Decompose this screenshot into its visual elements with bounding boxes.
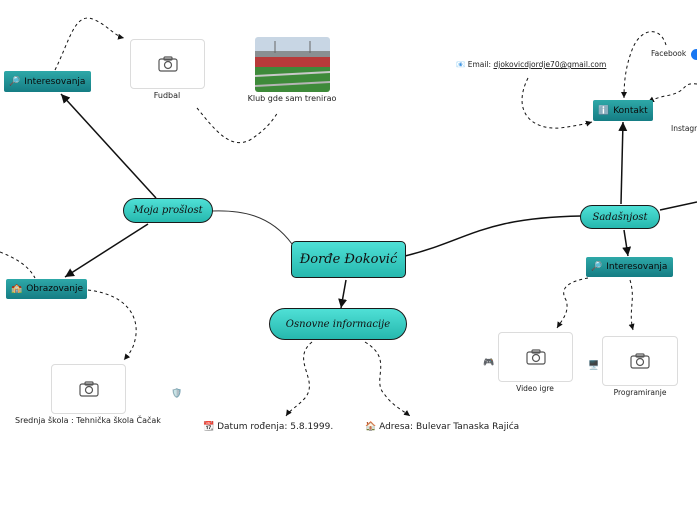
magnifier-icon: 🔎 — [9, 76, 21, 87]
camera-icon — [630, 353, 650, 369]
branch-basic-info[interactable]: Osnovne informacije — [269, 308, 407, 340]
branch-present-label: Sadašnjost — [592, 211, 648, 223]
programming-image-placeholder[interactable] — [602, 336, 678, 386]
past-interests-label: Interesovanja — [24, 76, 86, 87]
email-item: 📧 Email: djokovicdjordje70@gmail.com — [456, 60, 606, 69]
football-image-placeholder[interactable] — [130, 39, 205, 89]
address: 🏠 Adresa: Bulevar Tanaska Rajića — [365, 422, 519, 432]
education-label: Obrazovanje — [26, 284, 84, 294]
gamepad-icon: 🎮 — [483, 358, 495, 368]
house-icon: 🏠 — [365, 422, 377, 432]
facebook-item[interactable]: Facebook — [651, 49, 686, 58]
computer-icon: 🖥️ — [588, 361, 600, 371]
facebook-icon[interactable] — [691, 49, 697, 60]
central-topic-label: Đorđe Đoković — [299, 252, 398, 267]
envelope-icon: 📧 — [456, 60, 466, 69]
club-stadium-photo[interactable] — [255, 37, 330, 92]
branch-present[interactable]: Sadašnjost — [580, 205, 660, 229]
contact-label: Kontakt — [613, 105, 648, 116]
football-caption: Fudbal — [153, 91, 181, 100]
school-caption: Srednja škola : Tehnička škola Čačak — [15, 416, 161, 425]
facebook-label: Facebook — [651, 49, 687, 58]
email-link[interactable]: djokovicdjordje70@gmail.com — [493, 60, 607, 69]
school-icon: 🏫 — [11, 284, 23, 294]
instagram-item[interactable]: Instagr — [671, 124, 697, 133]
email-prefix: Email: — [467, 60, 494, 69]
info-icon: ℹ️ — [598, 105, 610, 116]
branch-past-label: Moja prošlost — [133, 205, 203, 216]
education-topic[interactable]: 🏫 Obrazovanje — [6, 279, 87, 299]
games-image-placeholder[interactable] — [498, 332, 573, 382]
club-caption: Klub gde sam trenirao — [247, 94, 337, 103]
instagram-label: Instagr — [671, 124, 697, 133]
birth-date-text: Datum rođenja: 5.8.1999. — [217, 422, 334, 432]
calendar-icon: 📆 — [203, 422, 215, 432]
magnifier-icon: 🔎 — [591, 262, 603, 272]
camera-icon — [78, 381, 99, 397]
past-interests-topic[interactable]: 🔎 Interesovanja — [4, 71, 91, 92]
branch-basic-info-label: Osnovne informacije — [285, 318, 391, 330]
school-image-placeholder[interactable] — [51, 364, 126, 414]
central-topic[interactable]: Đorđe Đoković — [291, 241, 406, 278]
programming-caption: Programiranje — [613, 388, 667, 397]
address-text: Adresa: Bulevar Tanaska Rajića — [379, 422, 520, 432]
camera-icon — [525, 349, 546, 365]
games-caption: Video igre — [516, 384, 554, 393]
school-badge-icon: 🛡️ — [171, 389, 183, 399]
birth-date: 📆 Datum rođenja: 5.8.1999. — [203, 422, 333, 432]
contact-topic[interactable]: ℹ️ Kontakt — [593, 100, 653, 121]
present-interests-topic[interactable]: 🔎 Interesovanja — [586, 257, 673, 277]
present-interests-label: Interesovanja — [606, 262, 668, 272]
branch-past[interactable]: Moja prošlost — [123, 198, 213, 223]
camera-icon — [157, 56, 178, 72]
